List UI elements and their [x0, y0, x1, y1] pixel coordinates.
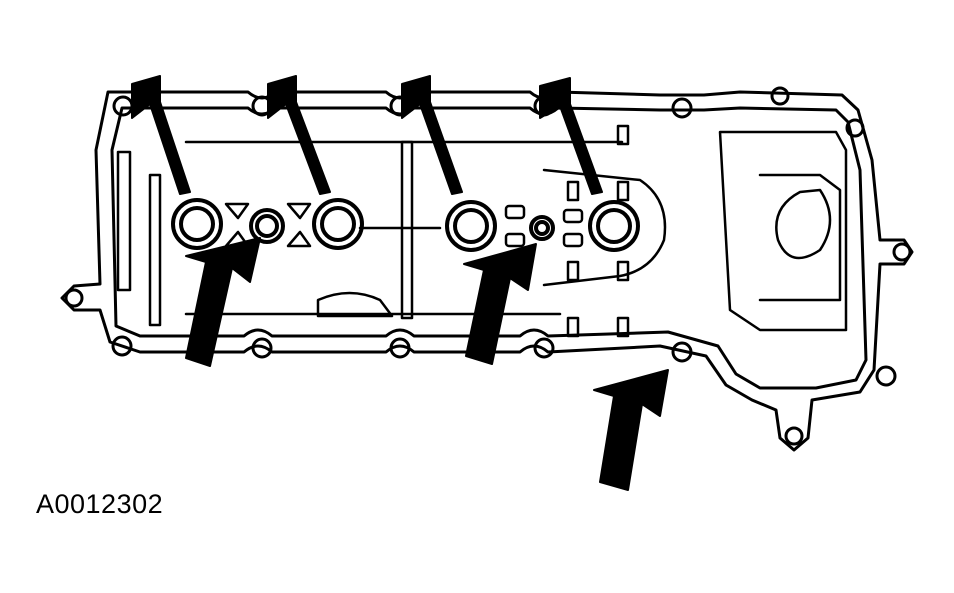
arrow-top-4 — [539, 77, 603, 195]
gasket-tabs — [224, 124, 630, 338]
arrow-top-3 — [401, 75, 463, 195]
arrow-top-2 — [267, 75, 331, 195]
arrow-bottom-1 — [185, 237, 261, 367]
callout-arrows — [131, 75, 669, 491]
arrow-top-1 — [131, 75, 191, 195]
spark-plug-tube-seals — [171, 198, 640, 252]
grommet-seals — [249, 208, 555, 244]
gasket-inner-outline — [110, 106, 868, 390]
cover-interior-lines — [116, 130, 848, 332]
arrow-bottom-3 — [593, 369, 669, 491]
arrow-bottom-2 — [463, 243, 537, 365]
figure-id-label: A0012302 — [36, 489, 164, 519]
